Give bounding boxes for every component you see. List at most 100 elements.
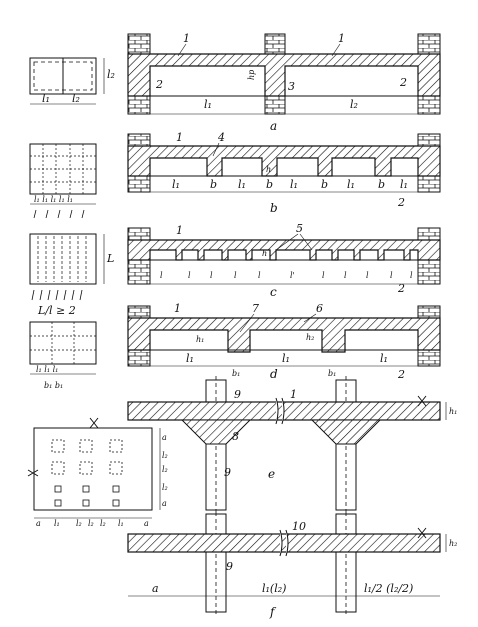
plan-c-L: L	[106, 252, 114, 265]
span-c-8: l	[366, 271, 369, 280]
span-b-7: b	[378, 178, 385, 191]
plan-c-outline	[29, 233, 97, 285]
span-b-0: l₁	[172, 178, 180, 191]
callout-f-9: 9	[226, 560, 233, 573]
callout-d-1: 1	[174, 302, 181, 315]
panel-c: L L/l ≥ 2 1 5 h 2 l l l l l l' l l l l	[29, 222, 441, 317]
span-c-1: l	[188, 271, 191, 280]
height-c-h: h	[262, 249, 267, 258]
callout-f-10: 10	[292, 520, 306, 533]
plan-e-dim-1: l₁	[54, 519, 60, 528]
svg-text:a: a	[162, 499, 167, 508]
callout-a-2: 2	[155, 78, 163, 91]
height-d-h2: h₂	[306, 333, 314, 342]
callout-c-5: 5	[296, 222, 303, 235]
span-c-6: l	[322, 271, 325, 280]
svg-text:l₁ l₁ l₁: l₁ l₁ l₁	[36, 365, 58, 374]
callout-b-2: 2	[397, 196, 405, 209]
plan-b-grid	[30, 144, 96, 194]
span-a-l2: l₂	[350, 98, 358, 111]
capital-e-left	[180, 419, 252, 445]
callout-e-8: 8	[232, 430, 239, 443]
slab-c	[127, 239, 441, 261]
span-a-l1: l₁	[204, 98, 212, 111]
slab-b	[127, 145, 441, 177]
callout-c-2: 2	[397, 282, 405, 295]
svg-text:l₂: l₂	[162, 451, 168, 460]
callout-b-4: 4	[217, 131, 225, 144]
span-c-0: l	[160, 271, 163, 280]
plan-a-dim-l2: l₂	[72, 92, 80, 105]
span-b-8: l₁	[400, 178, 408, 191]
span-b-1: b	[210, 178, 217, 191]
panel-e: a l₂ l₂ l₂ a a l₁ l₂ l₂ l₂ l₁ a h₁ 9 1 8…	[27, 376, 457, 528]
plan-e-dim-4: l₂	[100, 519, 106, 528]
side-e-h1: h₁	[449, 407, 457, 416]
callout-a-2b: 2	[399, 76, 407, 89]
svg-text:l₂: l₂	[162, 465, 168, 474]
panel-f: h₂ 10 9 a l₁(l₂) l₁/2 (l₂/2) f	[127, 512, 457, 619]
svg-text:a: a	[162, 433, 167, 442]
callout-a-1: 1	[183, 32, 190, 45]
span-d-2: l₁	[380, 352, 388, 365]
span-d-1: l₁	[282, 352, 290, 365]
sub-d-0: b₁	[232, 369, 240, 378]
svg-text:b₁ b₁: b₁ b₁	[44, 381, 63, 390]
plan-e-dim-0: a	[36, 519, 41, 528]
plan-e-outline	[33, 427, 153, 511]
callout-e-9a: 9	[234, 388, 241, 401]
callout-c-1: 1	[176, 224, 183, 237]
plan-e-dim-3: l₂	[88, 519, 94, 528]
callout-e-1: 1	[290, 388, 297, 401]
plan-e-dim-5: l₁	[118, 519, 124, 528]
plan-e-capitals	[51, 439, 123, 507]
plan-a-dim-l1: l₁	[42, 92, 50, 105]
span-c-5: l'	[290, 271, 295, 280]
span-c-2: l	[210, 271, 213, 280]
slab-d	[127, 317, 441, 353]
span-c-7: l	[344, 271, 347, 280]
callout-b-1: 1	[176, 131, 183, 144]
caption-e: e	[268, 467, 275, 481]
span-b-2: l₁	[238, 178, 246, 191]
callout-d-2: 2	[397, 368, 405, 381]
slab-f	[127, 533, 441, 553]
side-f-h2: h₂	[449, 539, 457, 548]
dim-f-l1l2: l₁(l₂)	[262, 582, 286, 595]
caption-a: a	[270, 119, 277, 133]
height-d-h1: h₁	[196, 335, 204, 344]
span-c-3: l	[234, 271, 237, 280]
span-b-6: l₁	[347, 178, 355, 191]
height-b-h: h	[266, 165, 271, 174]
dim-f-a: a	[152, 582, 159, 595]
caption-b: b	[270, 201, 278, 215]
span-b-4: l₁	[290, 178, 298, 191]
plan-c-ratio: L/l ≥ 2	[37, 304, 76, 317]
plan-d-outline	[29, 321, 97, 365]
callout-e-9b: 9	[224, 466, 231, 479]
span-c-4: l	[258, 271, 261, 280]
caption-f: f	[269, 605, 277, 619]
span-d-0: l₁	[186, 352, 194, 365]
span-b-3: b	[266, 178, 273, 191]
callout-a-1b: 1	[338, 32, 345, 45]
sub-d-1: b₁	[328, 369, 336, 378]
plan-e-dim-2: l₂	[76, 519, 82, 528]
callout-d-7: 7	[252, 302, 259, 315]
caption-d: d	[270, 367, 278, 381]
dim-f-half: l₁/2 (l₂/2)	[364, 582, 413, 595]
plan-e-dim-6: a	[144, 519, 149, 528]
capital-e-right	[310, 419, 382, 445]
plan-a-dim-side: l₂	[107, 68, 115, 81]
span-b-5: b	[321, 178, 328, 191]
span-c-9: l	[390, 271, 393, 280]
svg-text:l₁ l₁ l₁ l₁ l₁: l₁ l₁ l₁ l₁ l₁	[34, 195, 73, 204]
panel-d: l₁ l₁ l₁ b₁ b₁ 1 7 6 h₁ h₂ 2 l₁ l₁ l₁ b₁…	[29, 302, 441, 390]
callout-a-3: 3	[288, 80, 295, 93]
height-a-hp: hp	[247, 70, 256, 80]
panel-b: l₁ l₁ l₁ l₁ l₁ 1 4 h 2 l₁ b l₁ b l₁ b l₁…	[29, 131, 441, 219]
svg-text:l₂: l₂	[162, 483, 168, 492]
slab-a	[127, 53, 441, 97]
span-c-10: l	[410, 271, 413, 280]
